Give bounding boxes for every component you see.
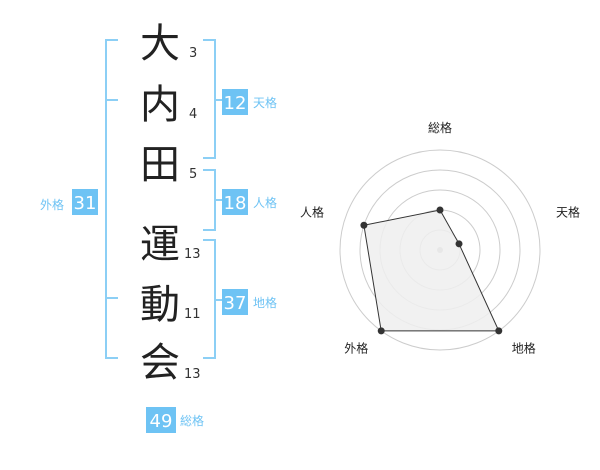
stroke-count-6: 13	[184, 367, 201, 382]
jinkaku-value: 18	[224, 193, 247, 214]
tenkaku-value: 12	[224, 93, 247, 114]
radar-point-3	[495, 327, 503, 335]
chikaku-bracket	[203, 239, 222, 359]
gaikaku-value: 31	[74, 193, 97, 214]
name-char-1: 大	[140, 21, 180, 67]
radar-axis-label-5: 人格	[300, 204, 324, 219]
radar-axis-label-2: 天格	[556, 204, 580, 219]
chikaku-label: 地格	[253, 295, 277, 310]
name-char-6: 会	[140, 340, 180, 386]
radar-point-5	[360, 221, 368, 229]
name-column: 大 3 内 4 田 5 運 13 動 11 会 13	[140, 21, 201, 386]
radar-axis-label-4: 外格	[344, 341, 368, 356]
radar-point-2	[455, 240, 463, 248]
radar-point-1	[436, 206, 444, 214]
tenkaku-label: 天格	[253, 95, 277, 110]
name-char-4: 運	[140, 222, 180, 268]
radar-point-4	[377, 327, 385, 335]
brackets	[105, 39, 222, 359]
name-char-5: 動	[140, 282, 180, 328]
chikaku-value: 37	[224, 293, 247, 314]
gaikaku-bracket	[105, 39, 118, 359]
soukaku-label: 総格	[180, 413, 204, 428]
name-char-3: 田	[140, 142, 180, 188]
stroke-count-3: 5	[189, 167, 197, 182]
jinkaku-label: 人格	[253, 195, 277, 210]
tenkaku-bracket	[203, 39, 222, 159]
stroke-count-4: 13	[184, 247, 201, 262]
jinkaku-badge: 18 人格	[222, 189, 277, 215]
radar-axis-label-3: 地格	[512, 341, 536, 356]
jinkaku-bracket	[203, 169, 222, 231]
tenkaku-badge: 12 天格	[222, 89, 277, 115]
chikaku-badge: 37 地格	[222, 289, 277, 315]
radar-ring-5	[339, 149, 541, 351]
gaikaku-label: 外格	[40, 197, 64, 212]
stroke-count-5: 11	[184, 307, 201, 322]
stroke-count-2: 4	[189, 107, 197, 122]
soukaku-badge: 49 総格	[146, 407, 204, 433]
gaikaku-badge: 外格 31	[40, 189, 98, 215]
radar-area	[363, 209, 500, 332]
name-char-2: 内	[140, 82, 180, 128]
soukaku-value: 49	[150, 411, 173, 432]
stroke-count-1: 3	[189, 46, 197, 61]
radar-axis-label-1: 総格	[428, 120, 452, 135]
